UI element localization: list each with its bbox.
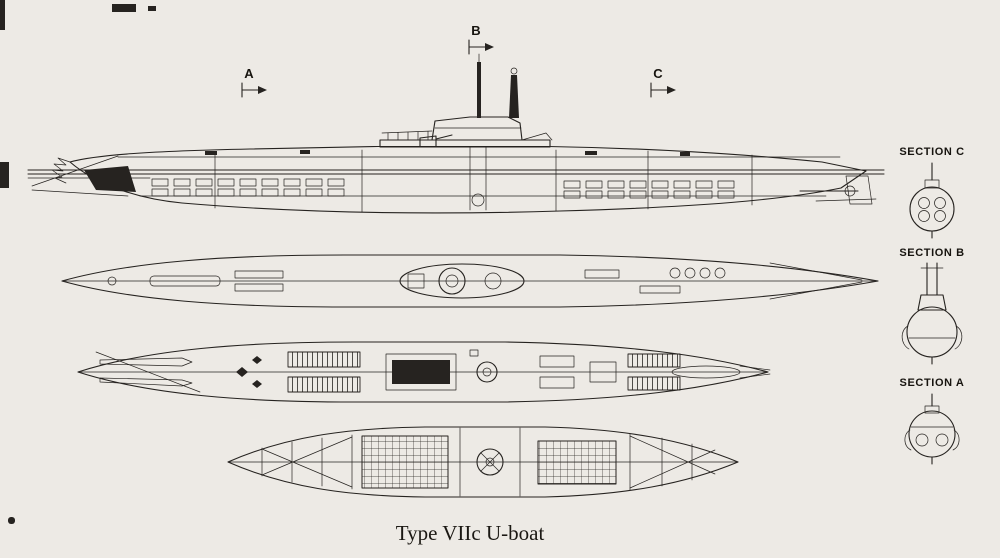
plan-view-upper: [61, 254, 879, 308]
section-b-view: SECTION B: [899, 247, 964, 365]
marker-c-label: C: [653, 66, 663, 81]
section-c-label: SECTION C: [899, 146, 964, 158]
stern-gear: [799, 175, 877, 205]
view-markers: A B C: [241, 23, 676, 98]
scan-artifacts: [0, 0, 156, 524]
periscope-mast: [477, 62, 481, 118]
conning-tower: [379, 53, 553, 211]
marker-b-label: B: [471, 23, 480, 38]
section-b-label: SECTION B: [899, 247, 964, 259]
plan-view-hold: [227, 426, 739, 498]
marker-a: A: [241, 66, 267, 98]
diagram-title: Type VIIc U-boat: [396, 521, 545, 545]
section-c-view: SECTION C: [899, 146, 964, 239]
section-views: SECTION C SECTION B SECTION A: [899, 146, 965, 465]
side-elevation-view: [27, 53, 885, 214]
plan-view-deck: [77, 341, 771, 403]
section-a-view: SECTION A: [900, 377, 965, 465]
section-a-label: SECTION A: [900, 377, 965, 389]
marker-c: C: [650, 66, 676, 98]
aft-vents: [563, 180, 735, 199]
forward-vents: [151, 178, 345, 197]
marker-b: B: [468, 23, 494, 55]
marker-a-label: A: [244, 66, 254, 81]
attack-periscope: [509, 75, 519, 118]
